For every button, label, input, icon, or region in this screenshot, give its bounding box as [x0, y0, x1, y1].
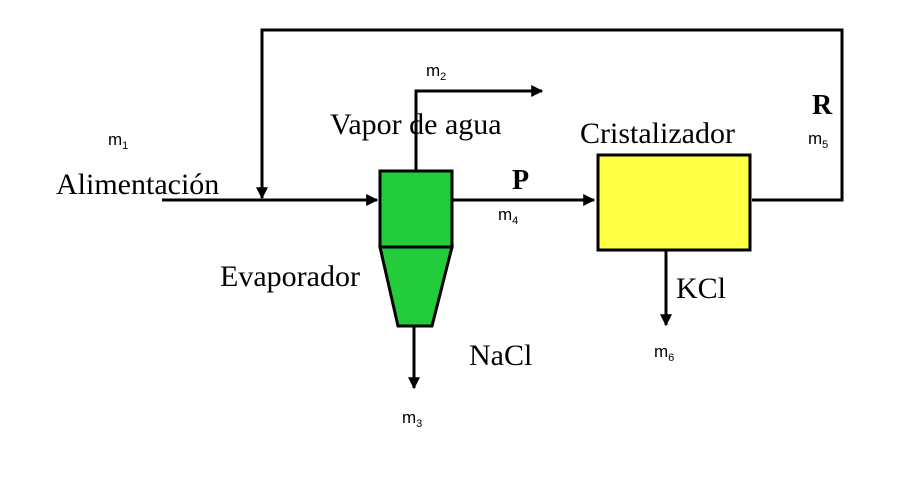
stream-m2: m2 — [426, 61, 446, 83]
label-vapor-de-agua: Vapor de agua — [330, 108, 502, 141]
label-nacl: NaCl — [469, 339, 532, 372]
stream-m3: m3 — [402, 408, 422, 430]
label-p: P — [512, 165, 529, 196]
label-cristalizador: Cristalizador — [580, 117, 735, 150]
stream-m4: m4 — [498, 205, 518, 227]
stream-m6: m6 — [654, 342, 674, 364]
label-r: R — [812, 90, 833, 121]
evaporator-top — [378, 169, 454, 249]
recycle-line — [256, 28, 844, 202]
stream-m5: m5 — [808, 129, 828, 151]
crystallizer — [596, 153, 752, 252]
label-evaporador: Evaporador — [220, 260, 360, 293]
evaporator-cone — [378, 245, 454, 328]
stream-m1: m1 — [108, 130, 128, 152]
label-kcl: KCl — [676, 272, 726, 305]
vapor-line — [414, 85, 544, 172]
label-alimentacion: Alimentación — [56, 168, 219, 201]
